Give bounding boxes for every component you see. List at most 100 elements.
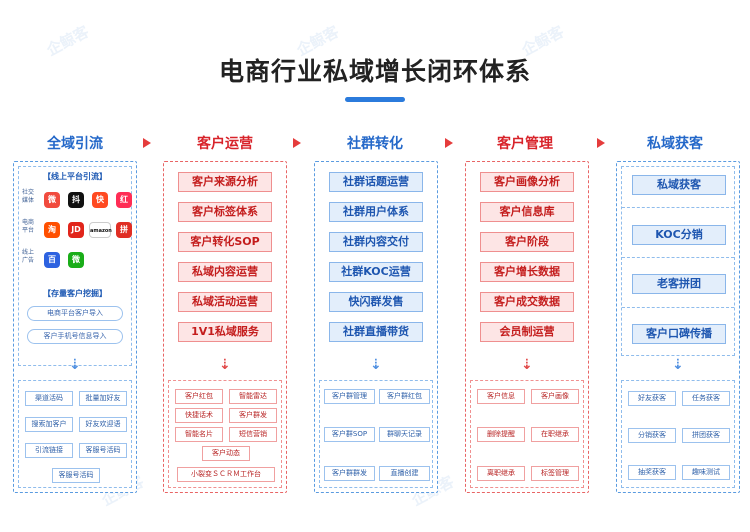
online-platforms-label: 【线上平台引流】 — [43, 172, 107, 181]
column-header-traffic: 全域引流 — [47, 136, 103, 152]
down-arrow-icon: ⇣ — [69, 357, 81, 373]
mgmt-item[interactable]: 客户阶段 — [480, 232, 574, 252]
down-arrow-icon: ⇣ — [219, 357, 231, 373]
stock-customers-label: 【存量客户挖掘】 — [43, 289, 107, 298]
tool-chip[interactable]: 客服号活码 — [79, 443, 127, 458]
mgmt-item[interactable]: 客户画像分析 — [480, 172, 574, 192]
tool-chip[interactable]: 客户画像 — [531, 389, 579, 404]
column-header-customer-mgmt: 客户管理 — [497, 136, 553, 152]
acquisition-items-box: 私域获客 KOC分销 老客拼团 客户口碑传播 — [621, 166, 735, 356]
community-item[interactable]: 社群KOC运营 — [329, 262, 423, 282]
platform-label: 线上广告 — [22, 249, 35, 264]
tool-chip[interactable]: 批量加好友 — [79, 391, 127, 406]
community-item[interactable]: 社群内容交付 — [329, 232, 423, 252]
community-item[interactable]: 社群用户体系 — [329, 202, 423, 222]
acquisition-item[interactable]: 老客拼团 — [632, 274, 726, 294]
title-underline — [345, 97, 405, 102]
baidu-icon: 百 — [44, 252, 60, 268]
weibo-icon: 微 — [44, 192, 60, 208]
douyin-icon: 抖 — [68, 192, 84, 208]
tool-chip[interactable]: 趣味测试 — [682, 465, 730, 480]
ops-item[interactable]: 1V1私域服务 — [178, 322, 272, 342]
tool-chip[interactable]: 客户信息 — [477, 389, 525, 404]
platform-label: 社交媒体 — [22, 189, 35, 204]
tool-chip[interactable]: 客户群管理 — [324, 389, 375, 404]
tool-chip[interactable]: 客服号活码 — [52, 468, 100, 483]
xiaohongshu-icon: 红 — [116, 192, 132, 208]
tool-chip[interactable]: 好友欢迎语 — [79, 417, 127, 432]
column-header-community: 社群转化 — [347, 136, 403, 152]
jd-icon: JD — [68, 222, 84, 238]
community-item[interactable]: 社群话题运营 — [329, 172, 423, 192]
tool-chip[interactable]: 任务获客 — [682, 391, 730, 406]
mgmt-item[interactable]: 客户信息库 — [480, 202, 574, 222]
tool-chip[interactable]: 搜索加客户 — [25, 417, 73, 432]
tool-chip[interactable]: 智能名片 — [175, 427, 223, 442]
column-header-acquisition: 私域获客 — [647, 136, 703, 152]
tool-chip[interactable]: 删除提醒 — [477, 427, 525, 442]
tool-chip[interactable]: 渠道活码 — [25, 391, 73, 406]
mgmt-item[interactable]: 会员制运营 — [480, 322, 574, 342]
tool-chip[interactable]: 好友获客 — [628, 391, 676, 406]
tool-chip[interactable]: 客户群发 — [229, 408, 277, 423]
ops-tools-box: 客户红包 智能雷达 快捷话术 客户群发 智能名片 短信营销 客户动态 小裂变ＳＣ… — [168, 380, 282, 488]
acquisition-tools-box: 好友获客 任务获客 分销获客 拼团获客 抽奖获客 趣味测试 — [621, 380, 735, 488]
column-header-customer-ops: 客户运营 — [197, 136, 253, 152]
kuaishou-icon: 快 — [92, 192, 108, 208]
community-item[interactable]: 快闪群发售 — [329, 292, 423, 312]
tool-chip[interactable]: 客户群红包 — [379, 389, 430, 404]
divider — [622, 307, 734, 308]
tool-chip[interactable]: 在职继承 — [531, 427, 579, 442]
acquisition-item[interactable]: 私域获客 — [632, 175, 726, 195]
acquisition-item[interactable]: 客户口碑传播 — [632, 324, 726, 344]
pinduoduo-icon: 拼 — [116, 222, 132, 238]
ops-item[interactable]: 私域内容运营 — [178, 262, 272, 282]
taobao-icon: 淘 — [44, 222, 60, 238]
flow-arrow-icon — [293, 138, 301, 148]
mgmt-item[interactable]: 客户增长数据 — [480, 262, 574, 282]
flow-arrow-icon — [445, 138, 453, 148]
tool-chip[interactable]: 小裂变ＳＣＲＭ工作台 — [177, 467, 275, 482]
traffic-tools-box: 渠道活码 批量加好友 搜索加客户 好友欢迎语 引流链接 客服号活码 客服号活码 — [18, 380, 132, 488]
tool-chip[interactable]: 抽奖获客 — [628, 465, 676, 480]
mgmt-tools-box: 客户信息 客户画像 删除提醒 在职继承 离职继承 标签管理 — [470, 380, 584, 488]
ops-item[interactable]: 客户来源分析 — [178, 172, 272, 192]
community-item[interactable]: 社群直播带货 — [329, 322, 423, 342]
ops-item[interactable]: 私域活动运营 — [178, 292, 272, 312]
panel-acquisition: 私域获客 KOC分销 老客拼团 客户口碑传播 ⇣ 好友获客 任务获客 分销获客 … — [616, 161, 740, 493]
tool-chip[interactable]: 拼团获客 — [682, 428, 730, 443]
stock-item[interactable]: 客户手机号信息导入 — [27, 329, 123, 344]
community-tools-box: 客户群管理 客户群红包 客户群SOP 群聊天记录 客户群群发 直播创建 — [319, 380, 433, 488]
tool-chip[interactable]: 客户群群发 — [324, 466, 375, 481]
amazon-icon: amazon — [89, 222, 112, 238]
panel-customer-ops: 客户来源分析 客户标签体系 客户转化SOP 私域内容运营 私域活动运营 1V1私… — [163, 161, 287, 493]
stock-item[interactable]: 电商平台客户导入 — [27, 306, 123, 321]
flow-arrow-icon — [143, 138, 151, 148]
down-arrow-icon: ⇣ — [521, 357, 533, 373]
divider — [622, 257, 734, 258]
tool-chip[interactable]: 群聊天记录 — [379, 427, 430, 442]
tool-chip[interactable]: 客户群SOP — [324, 427, 375, 442]
tool-chip[interactable]: 分销获客 — [628, 428, 676, 443]
acquisition-item[interactable]: KOC分销 — [632, 225, 726, 245]
page-title: 电商行业私域增长闭环体系 — [218, 57, 531, 86]
flow-arrow-icon — [597, 138, 605, 148]
down-arrow-icon: ⇣ — [672, 357, 684, 373]
tool-chip[interactable]: 离职继承 — [477, 466, 525, 481]
online-platforms-box: 【线上平台引流】 社交媒体 微 抖 快 红 电商平台 淘 JD amazon 拼… — [18, 166, 132, 366]
tool-chip[interactable]: 智能雷达 — [229, 389, 277, 404]
tool-chip[interactable]: 引流链接 — [25, 443, 73, 458]
mgmt-item[interactable]: 客户成交数据 — [480, 292, 574, 312]
tool-chip[interactable]: 短信营销 — [229, 427, 277, 442]
divider — [622, 207, 734, 208]
ops-item[interactable]: 客户标签体系 — [178, 202, 272, 222]
tool-chip[interactable]: 客户红包 — [175, 389, 223, 404]
tool-chip[interactable]: 快捷话术 — [175, 408, 223, 423]
down-arrow-icon: ⇣ — [370, 357, 382, 373]
ops-item[interactable]: 客户转化SOP — [178, 232, 272, 252]
tool-chip[interactable]: 客户动态 — [202, 446, 250, 461]
tool-chip[interactable]: 标签管理 — [531, 466, 579, 481]
panel-traffic: 【线上平台引流】 社交媒体 微 抖 快 红 电商平台 淘 JD amazon 拼… — [13, 161, 137, 493]
tool-chip[interactable]: 直播创建 — [379, 466, 430, 481]
panel-community: 社群话题运营 社群用户体系 社群内容交付 社群KOC运营 快闪群发售 社群直播带… — [314, 161, 438, 493]
